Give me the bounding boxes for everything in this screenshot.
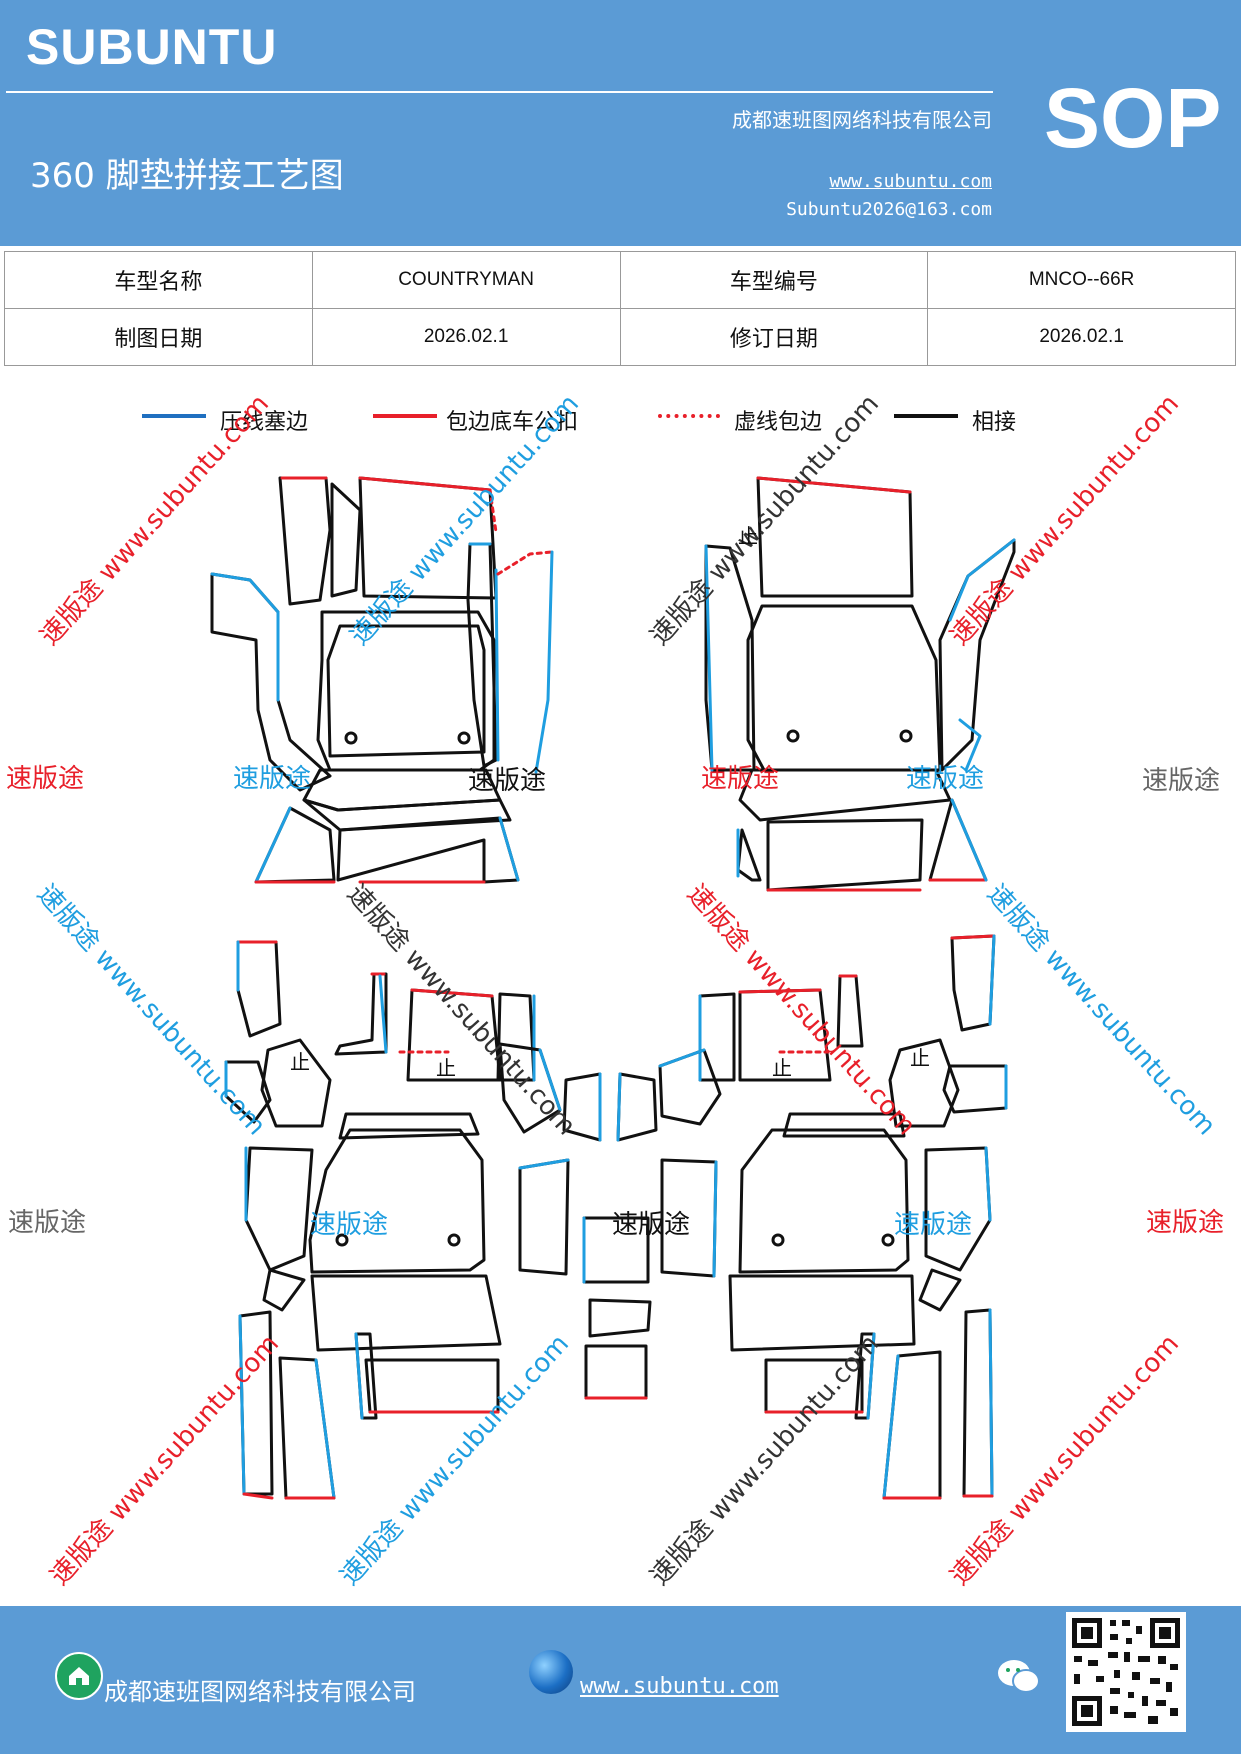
up-mark: 止 [738, 524, 758, 548]
draw-date-value: 2026.02.1 [311, 308, 621, 366]
info-table: 车型名称 COUNTRYMAN 车型编号 MNCO--66R 制图日期 2026… [4, 251, 1236, 366]
wechat-icon [996, 1656, 1042, 1704]
front-left-mat-group [210, 476, 554, 884]
legend-label-4: 相接 [972, 410, 1017, 435]
header-email: Subuntu2026@163.com [786, 199, 992, 220]
up-mark: 止 [290, 1050, 310, 1074]
legend-swatch-red [373, 414, 437, 418]
watermark-text: 速版途 [1146, 1208, 1225, 1238]
footer-company: 成都速班图网络科技有限公司 [104, 1678, 416, 1706]
legend-label-3: 虚线包边 [734, 410, 823, 435]
legend-swatch-red-dotted [658, 414, 720, 418]
model-code-value: MNCO--66R [927, 251, 1236, 309]
front-right-mat-group [704, 476, 1016, 892]
watermark-text: 速版途 [310, 1210, 389, 1240]
header-divider [6, 91, 993, 93]
watermark-text: 速版途 [6, 764, 85, 794]
model-name-value: COUNTRYMAN [311, 251, 621, 309]
center-tunnel-group [582, 1216, 652, 1400]
model-name-label: 车型名称 [4, 251, 313, 309]
legend-label-2: 包边底车公扣 [446, 410, 579, 435]
watermark-text: 速版途 [233, 764, 312, 794]
revise-date-value: 2026.02.1 [927, 308, 1236, 366]
watermark-text: 速版途 [701, 764, 780, 794]
legend-swatch-black [894, 414, 958, 418]
home-icon [55, 1652, 103, 1700]
globe-icon [529, 1650, 573, 1694]
up-mark: 止 [910, 1046, 930, 1070]
footer-website-link[interactable]: www.subuntu.com [580, 1674, 779, 1699]
table-row: 制图日期 2026.02.1 修订日期 2026.02.1 [4, 308, 1236, 366]
header-company: 成都速班图网络科技有限公司 [732, 108, 992, 132]
page-title: 360 脚垫拼接工艺图 [30, 156, 344, 196]
header-website-link[interactable]: www.subuntu.com [829, 171, 992, 192]
model-code-label: 车型编号 [619, 251, 929, 309]
up-mark: 止 [772, 1056, 792, 1080]
header-band [0, 0, 1241, 246]
watermark-text: 速版途 [894, 1210, 973, 1240]
legend-swatch-blue [142, 414, 206, 418]
watermark-text: 速版途 [612, 1210, 691, 1240]
brand-logo: SUBUNTU [26, 19, 278, 75]
table-row: 车型名称 COUNTRYMAN 车型编号 MNCO--66R [4, 251, 1236, 309]
legend-label-1: 压线塞边 [220, 410, 309, 435]
rear-right-mat-group [616, 934, 1008, 1500]
watermark-text: 速版途 [1142, 766, 1221, 796]
watermark-text: 速版途 [906, 764, 985, 794]
rear-left-mat-group [224, 940, 602, 1500]
up-mark: 止 [436, 1056, 456, 1080]
sop-tag: SOP [1044, 71, 1222, 165]
watermark-text: 速版途 [8, 1208, 87, 1238]
qr-code [1066, 1612, 1186, 1732]
draw-date-label: 制图日期 [4, 308, 313, 366]
watermark-text: 速版途 [468, 766, 547, 796]
revise-date-label: 修订日期 [619, 308, 929, 366]
